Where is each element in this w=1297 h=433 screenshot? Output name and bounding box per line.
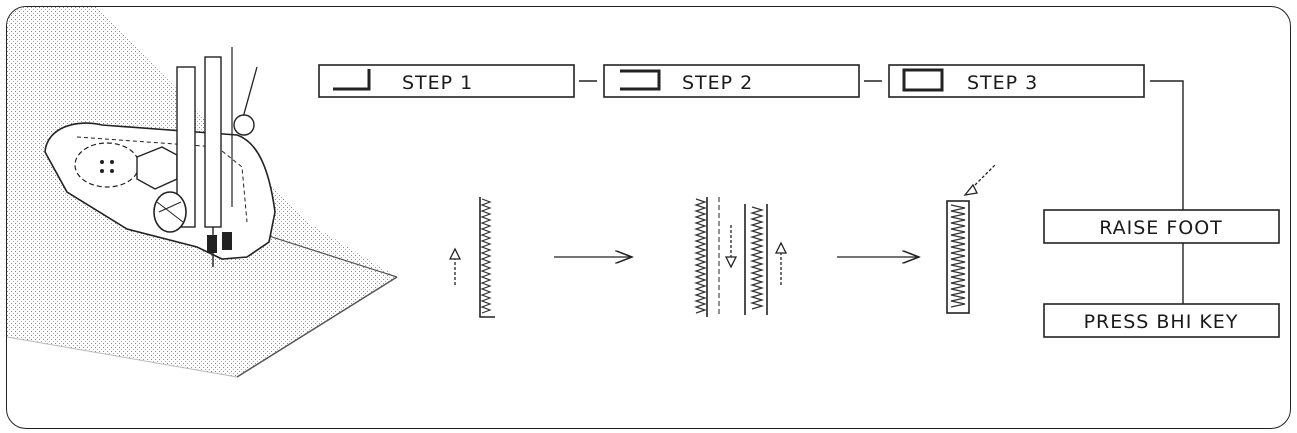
press-key-box: PRESS BHI KEY (1043, 303, 1280, 338)
step-2-stitch (694, 197, 788, 317)
raise-foot-box: RAISE FOOT (1043, 209, 1280, 244)
up-arrow-icon (448, 247, 462, 287)
step-3-box: STEP 3 (888, 64, 1145, 98)
rectangle-icon (902, 68, 944, 92)
step-3-stitch (946, 164, 996, 314)
down-arrow-icon (724, 225, 738, 269)
diagram-frame: STEP 1 STEP 2 STEP 3 RAISE FOOT PRESS BH… (6, 6, 1291, 429)
bracket-open-icon (620, 69, 661, 91)
step-1-label: STEP 1 (402, 72, 473, 94)
step-1-stitch (448, 197, 495, 318)
bracket-left-icon (333, 69, 371, 91)
step-2-box: STEP 2 (603, 64, 860, 98)
diagonal-arrow-icon (963, 164, 996, 196)
up-arrow-icon (774, 241, 788, 285)
press-key-label: PRESS BHI KEY (1084, 311, 1239, 333)
raise-foot-label: RAISE FOOT (1099, 217, 1223, 239)
step-1-box: STEP 1 (318, 64, 575, 98)
step-3-label: STEP 3 (967, 72, 1038, 94)
presser-foot-illustration (7, 7, 398, 378)
step-2-label: STEP 2 (682, 72, 753, 94)
diagram-svg: STEP 1 STEP 2 STEP 3 RAISE FOOT PRESS BH… (7, 7, 1280, 378)
